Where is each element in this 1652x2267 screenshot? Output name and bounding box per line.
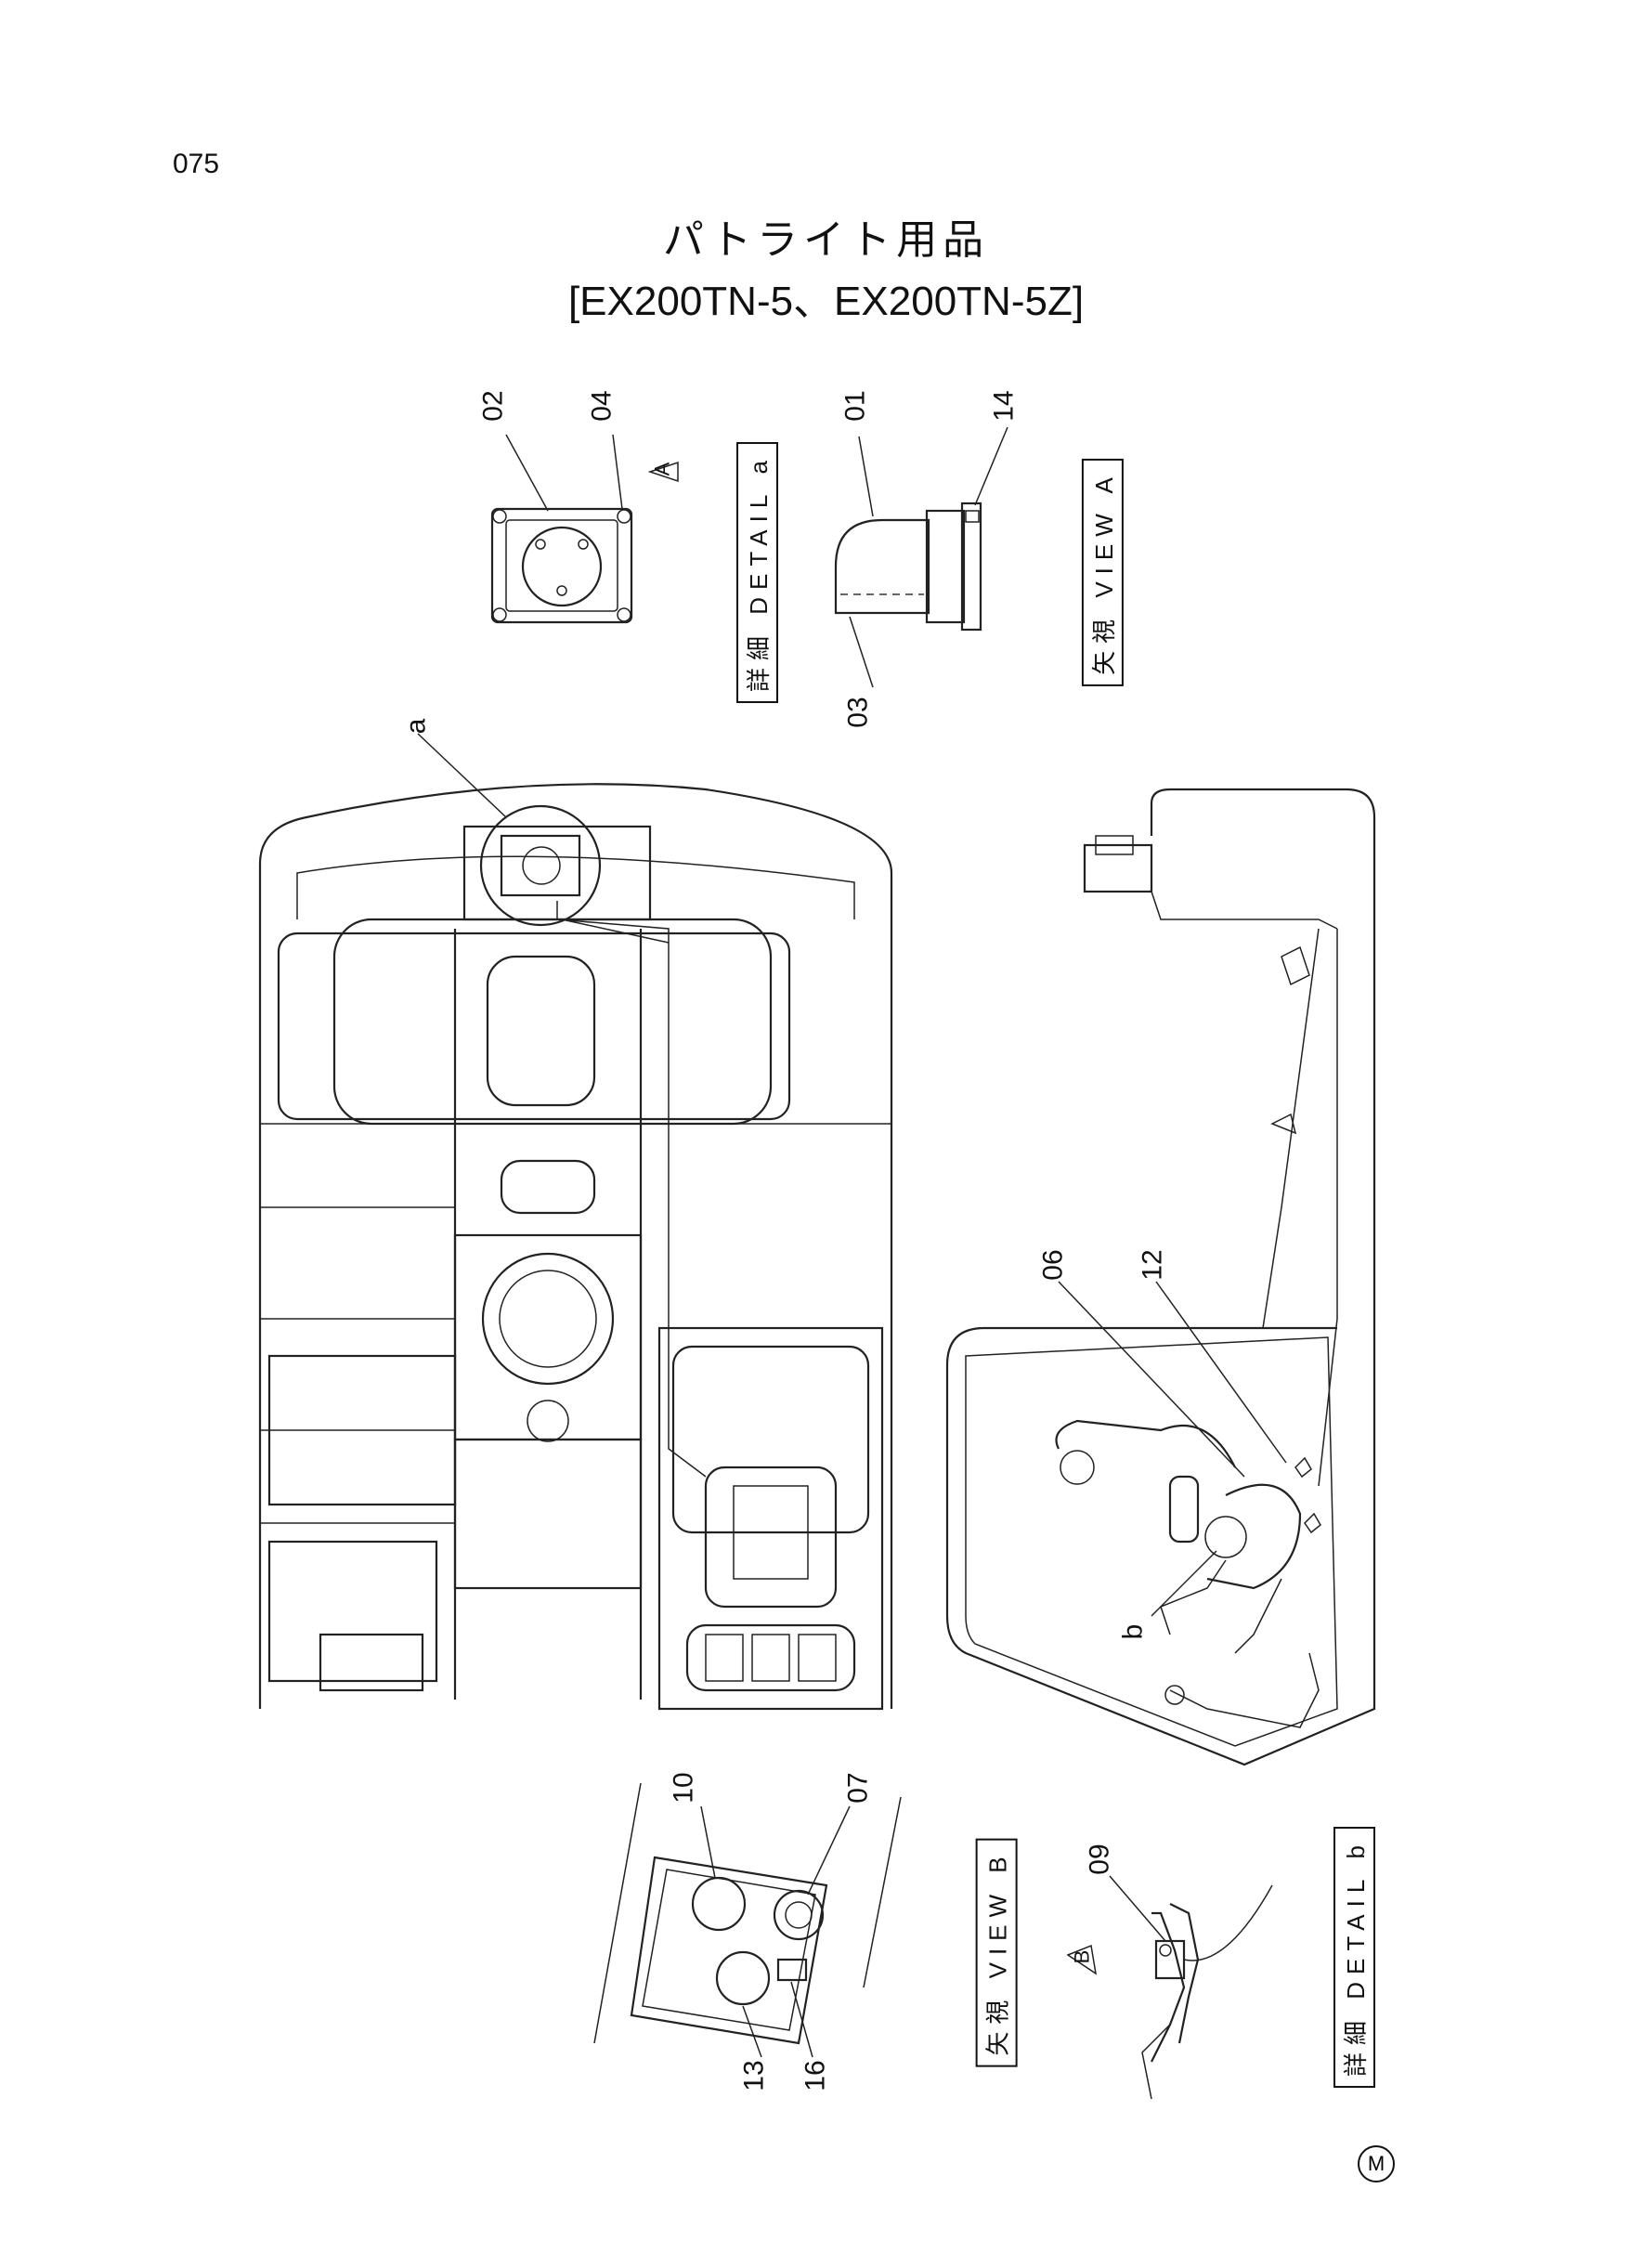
callout-02: 02 xyxy=(477,390,509,422)
callout-12: 12 xyxy=(1137,1249,1168,1281)
callout-16: 16 xyxy=(800,2060,831,2091)
view-b-label: 矢視 VIEW B xyxy=(975,1838,1018,2067)
callout-06: 06 xyxy=(1037,1249,1069,1281)
detail-b-label: 詳細 DETAIL b xyxy=(1333,1826,1376,2089)
callout-14: 14 xyxy=(988,390,1020,422)
view-a-drawing xyxy=(834,426,1008,688)
callout-03: 03 xyxy=(842,697,874,728)
page-number: 075 xyxy=(173,149,220,179)
view-b-drawing xyxy=(593,1782,902,2058)
arrow-a-marker: A xyxy=(650,462,674,476)
callout-13: 13 xyxy=(738,2060,770,2091)
callout-09: 09 xyxy=(1084,1844,1115,1875)
catalog-mark-m: M xyxy=(1358,2145,1395,2182)
callout-10: 10 xyxy=(668,1772,699,1804)
callout-a: a xyxy=(400,718,432,735)
cab-plan-view xyxy=(258,783,893,1711)
detail-a-drawing xyxy=(490,434,679,624)
callout-04: 04 xyxy=(586,390,618,422)
model-subtitle: [EX200TN-5、EX200TN-5Z] xyxy=(567,279,1085,324)
page-title: パトライト用品 xyxy=(662,216,990,264)
callout-b: b xyxy=(1117,1623,1149,1640)
cab-side-view xyxy=(417,733,1376,1766)
arrow-b-marker: B xyxy=(1070,1949,1094,1964)
callout-01: 01 xyxy=(839,390,871,422)
callout-07: 07 xyxy=(842,1772,874,1804)
detail-b-drawing xyxy=(1066,1875,1273,2100)
detail-a-label: 詳細 DETAIL a xyxy=(736,441,779,704)
view-a-label: 矢視 VIEW A xyxy=(1081,459,1124,686)
